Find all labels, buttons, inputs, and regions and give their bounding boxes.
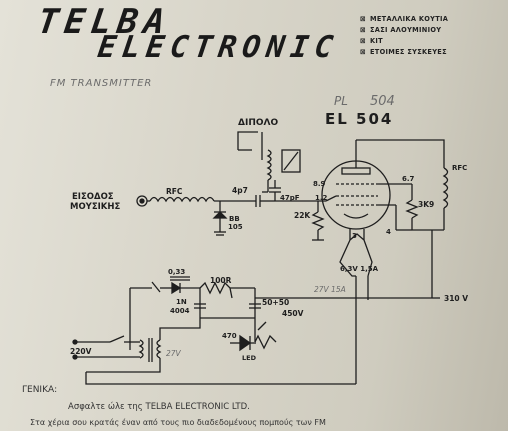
heater-label: 6,3V 1,5A (340, 265, 379, 273)
handwritten-number: 504 (370, 94, 395, 109)
dipole-antenna (237, 131, 263, 160)
product-item: ⊠ΜΕΤΑΛΛΙΚΑ ΚΟΥΤΙΑ (360, 15, 449, 23)
pin-12-label: 1.2 (315, 194, 328, 202)
capacitor-4p7 (255, 195, 275, 207)
rfc-left-coil (149, 196, 215, 203)
secondary-handwritten: 27V (166, 349, 182, 358)
resistor-22k (311, 201, 325, 241)
capacitor-47pf (269, 180, 326, 202)
body-line-1: Ασφαλτε ώλε της TELBA ELECTRONIC LTD. (68, 402, 250, 412)
varicap-diode (212, 201, 228, 236)
rfc-left-label: RFC (166, 187, 183, 196)
res-22k-label: 22K (294, 211, 311, 220)
rfc-right-label: RFC (452, 164, 467, 172)
varicap-label-1: BB (229, 215, 240, 223)
section-heading: ΓΕΝΙΚΑ: (22, 385, 58, 395)
caps-5050-label: 50+50 (262, 298, 289, 307)
caps-450v-label: 450V (282, 309, 304, 318)
mains-label: 220V (70, 347, 92, 356)
input-label-2: ΜΟΥΣΙΚΗΣ (70, 202, 121, 212)
power-supply (129, 276, 261, 350)
tank-coil (262, 149, 301, 193)
pin-3-label: 3 (352, 232, 357, 240)
handwritten-title: FM TRANSMITTER (50, 78, 153, 89)
cap-033-label: 0,33 (168, 268, 185, 276)
pin-4-label: 4 (386, 228, 391, 236)
input-label-1: ΕΙΣΟΔΟΣ (72, 192, 114, 202)
varicap-label-2: 105 (228, 223, 243, 231)
tube-el504 (321, 140, 412, 241)
diode-1n-label-2: 4004 (170, 307, 190, 315)
checkbox-icon: ⊠ (360, 37, 366, 45)
cap-47pf-label: 47pF (280, 194, 300, 202)
handwritten-pl: PL (334, 94, 348, 108)
led-label: LED (242, 354, 257, 362)
cap-4p7-label: 4p7 (232, 186, 248, 195)
product-item: ⊠ΣΑΣΙ ΑΛΟΥΜΙΝΙΟΥ (360, 26, 442, 34)
pin-89-label: 8.9 (313, 180, 326, 188)
transformer (72, 318, 201, 373)
product-list: ⊠ΜΕΤΑΛΛΙΚΑ ΚΟΥΤΙΑ ⊠ΣΑΣΙ ΑΛΟΥΜΙΝΙΟΥ ⊠ΚΙΤ … (360, 14, 448, 58)
input-jack (136, 195, 150, 207)
checkbox-icon: ⊠ (360, 26, 366, 34)
res-3k9-label: 3K9 (418, 200, 434, 209)
res-470-label: 470 (222, 332, 237, 340)
led-indicator (230, 318, 277, 352)
product-item: ⊠ΚΙΤ (360, 37, 383, 45)
b-plus-label: 310 V (444, 294, 468, 303)
dipole-label: ΔΙΠΟΛΟ (238, 118, 278, 128)
heater-handwritten: 27V 15A (314, 285, 346, 294)
pin-67-label: 6.7 (402, 175, 415, 183)
rfc-right-coil (442, 167, 449, 209)
tube-label: EL 504 (325, 110, 393, 128)
body-line-2: Στα χέρια σου κρατάς έναν από τους πιο δ… (30, 418, 326, 427)
resistor-3k9 (395, 184, 444, 231)
checkbox-icon: ⊠ (360, 15, 366, 23)
res-100r-label: 100R (210, 276, 232, 285)
checkbox-icon: ⊠ (360, 48, 366, 56)
product-item: ⊠ΕΤΟΙΜΕΣ ΣΥΣΚΕΥΕΣ (360, 48, 447, 56)
diode-1n-label-1: 1N (176, 298, 187, 306)
